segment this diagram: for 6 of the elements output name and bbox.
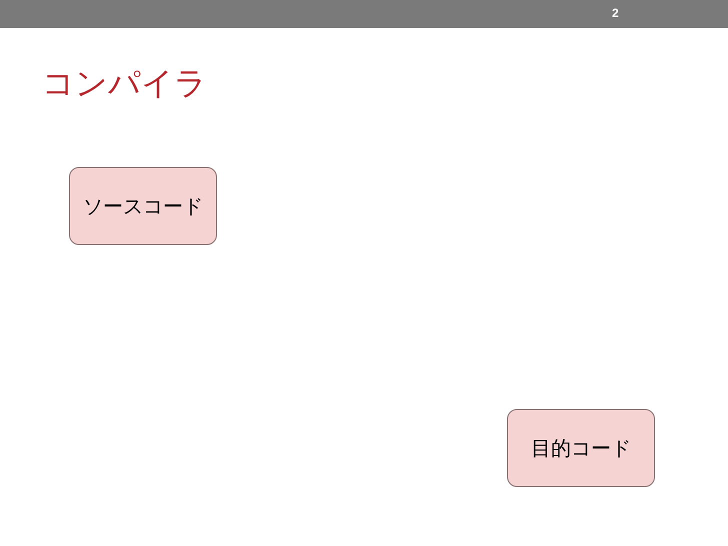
- node-label: 目的コード: [531, 435, 631, 461]
- process-box: [507, 409, 655, 487]
- page-number: 2: [612, 6, 619, 21]
- node-label: ソースコード: [83, 193, 203, 219]
- slide-title: コンパイラ: [42, 63, 207, 104]
- process-box: [69, 167, 217, 245]
